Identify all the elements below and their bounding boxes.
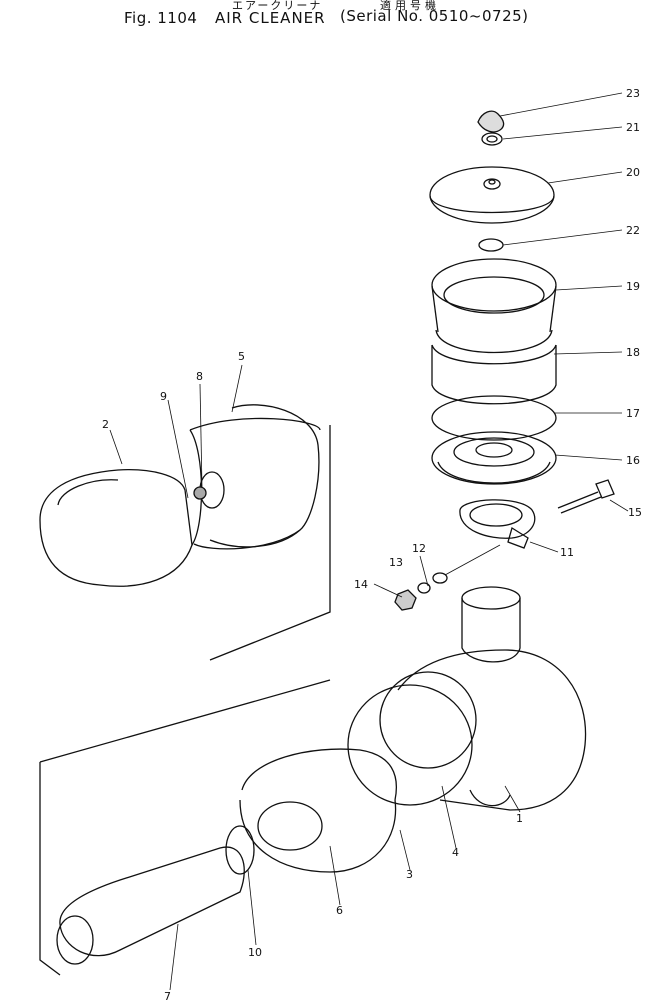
main-element-part [239,748,397,873]
callout-9: 9 [160,390,167,403]
leader-line [39,679,331,763]
callout-15: 15 [628,506,642,519]
leader-line [209,425,331,661]
nut-washer-stack [394,572,448,611]
callout-6: 6 [336,904,343,917]
japanese-title: エアークリーナ [232,0,323,12]
callout-21: 21 [626,121,640,134]
leader-line [39,762,61,976]
clamp-part [459,499,536,549]
housing-part [397,586,587,811]
callout-16: 16 [626,454,640,467]
outer-element-part [189,404,321,550]
callout-8: 8 [196,370,203,383]
callout-20: 20 [626,166,640,179]
element-cap-part [39,469,193,587]
seal-ring-part [225,825,255,875]
baffle-part [431,431,557,485]
bolt-part [557,479,615,514]
callout-13: 13 [389,556,403,569]
band-clamp-part [379,671,477,769]
callout-4: 4 [452,846,459,859]
bowl-body-part [431,329,557,405]
page-title: AIR CLEANER [215,9,326,27]
callout-14: 14 [354,578,368,591]
serial-range: (Serial No. 0510~0725) [340,7,529,25]
callout-22: 22 [626,224,640,237]
callout-1: 1 [516,812,523,825]
figure-number: Fig. 1104 [124,9,198,27]
o-ring-part [478,238,504,252]
wing-nut-part [477,110,505,133]
callout-11: 11 [560,546,574,559]
callout-17: 17 [626,407,640,420]
callout-10: 10 [248,946,262,959]
callout-5: 5 [238,350,245,363]
callout-3: 3 [406,868,413,881]
callout-12: 12 [412,542,426,555]
callout-18: 18 [626,346,640,359]
callout-19: 19 [626,280,640,293]
small-element-part [56,846,245,965]
callout-7: 7 [164,990,171,1003]
cover-part [429,166,555,224]
page-header: エアークリーナ 適用号機 Fig. 1104 AIR CLEANER (Seri… [0,0,651,40]
japanese-serial-label: 適用号機 [380,0,440,12]
gasket-ring-part [431,395,557,441]
callout-23: 23 [626,87,640,100]
inner-element-part [193,471,225,509]
dust-bowl-part [431,258,557,333]
washer-part [481,132,503,146]
callout-2: 2 [102,418,109,431]
